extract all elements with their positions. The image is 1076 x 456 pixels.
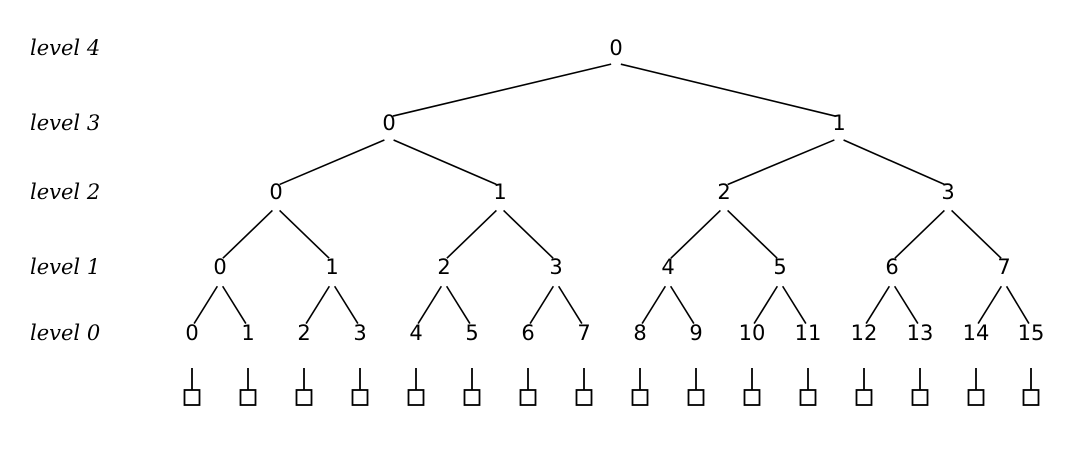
edge-l1n4-to-l0n8 [641, 285, 667, 325]
edge-l1n7-to-l0n15 [1005, 285, 1030, 324]
node-level0-9: 9 [689, 321, 702, 345]
node-level2-3: 3 [941, 180, 954, 204]
edge-l3n1-to-l2n3 [843, 139, 945, 186]
node-level1-3: 3 [549, 255, 562, 279]
edge-l4n0-to-l3n1 [620, 63, 836, 117]
node-level0-0: 0 [185, 321, 198, 345]
node-level0-12: 12 [851, 321, 878, 345]
node-level4-0: 0 [609, 36, 622, 60]
node-level2-2: 2 [717, 180, 730, 204]
leaf-box-14 [967, 389, 985, 406]
node-level1-1: 1 [325, 255, 338, 279]
level-label-4: level 4 [30, 36, 100, 60]
node-level1-0: 0 [213, 255, 226, 279]
edge-l1n4-to-l0n9 [669, 285, 695, 325]
edge-l2n1-to-l1n2 [446, 209, 497, 259]
node-level1-7: 7 [997, 255, 1010, 279]
node-level0-14: 14 [963, 321, 990, 345]
edge-l1n1-to-l0n2 [305, 285, 331, 325]
edge-l3n0-to-l2n1 [393, 139, 497, 186]
node-level0-1: 1 [241, 321, 254, 345]
node-level0-7: 7 [577, 321, 590, 345]
node-level1-2: 2 [437, 255, 450, 279]
level-label-0: level 0 [30, 321, 100, 345]
leaf-stems-layer [191, 368, 1032, 390]
leaf-boxes-layer [183, 389, 1040, 406]
leaf-box-6 [519, 389, 537, 406]
edge-l1n3-to-l0n6 [529, 285, 555, 325]
leaf-box-3 [351, 389, 369, 406]
edge-l1n6-to-l0n12 [865, 285, 891, 325]
node-level0-4: 4 [409, 321, 422, 345]
edge-l1n1-to-l0n3 [333, 285, 359, 325]
leaf-box-8 [631, 389, 649, 406]
edge-l1n3-to-l0n7 [557, 285, 583, 325]
level-labels-layer: level 4 level 3 level 2 level 1 level 0 [30, 36, 100, 345]
leaf-box-1 [239, 389, 257, 406]
edge-l1n5-to-l0n10 [753, 285, 779, 325]
node-level0-13: 13 [907, 321, 934, 345]
level-label-1: level 1 [30, 255, 100, 279]
leaf-box-0 [183, 389, 201, 406]
node-level1-6: 6 [885, 255, 898, 279]
leaf-box-12 [855, 389, 873, 406]
edge-l3n0-to-l2n0 [279, 139, 385, 186]
node-level0-6: 6 [521, 321, 534, 345]
edge-l1n0-to-l0n1 [221, 285, 247, 325]
level-label-2: level 2 [30, 180, 100, 204]
node-level0-8: 8 [633, 321, 646, 345]
leaf-box-11 [799, 389, 817, 406]
edge-l2n2-to-l1n5 [727, 209, 778, 259]
edge-l1n5-to-l0n11 [781, 285, 807, 325]
leaf-box-2 [295, 389, 313, 406]
node-level0-5: 5 [465, 321, 478, 345]
leaf-box-15 [1022, 389, 1040, 406]
edge-l1n6-to-l0n13 [893, 285, 919, 325]
edge-l3n1-to-l2n2 [727, 139, 835, 186]
leaf-box-13 [911, 389, 929, 406]
edge-l2n0-to-l1n1 [279, 209, 330, 259]
node-level3-0: 0 [382, 111, 395, 135]
node-level0-3: 3 [353, 321, 366, 345]
edge-l1n7-to-l0n14 [977, 285, 1003, 325]
edge-l2n1-to-l1n3 [503, 209, 554, 259]
edges-layer [193, 63, 1030, 325]
node-level3-1: 1 [832, 111, 845, 135]
node-level0-2: 2 [297, 321, 310, 345]
edge-l2n3-to-l1n7 [951, 209, 1002, 259]
edge-l1n2-to-l0n4 [417, 285, 443, 325]
leaf-box-9 [687, 389, 705, 406]
node-level0-15: 15 [1018, 321, 1045, 345]
node-level2-1: 1 [493, 180, 506, 204]
node-level0-11: 11 [795, 321, 822, 345]
node-level0-10: 10 [739, 321, 766, 345]
node-level1-4: 4 [661, 255, 674, 279]
edge-l2n3-to-l1n6 [894, 209, 945, 259]
edge-l4n0-to-l3n0 [392, 63, 612, 117]
edge-l1n2-to-l0n5 [445, 285, 471, 325]
level-label-3: level 3 [30, 111, 100, 135]
edge-l2n0-to-l1n0 [222, 209, 273, 259]
leaf-box-10 [743, 389, 761, 406]
edge-l2n2-to-l1n4 [670, 209, 721, 259]
leaf-box-5 [463, 389, 481, 406]
leaf-box-4 [407, 389, 425, 406]
node-level2-0: 0 [269, 180, 282, 204]
node-level1-5: 5 [773, 255, 786, 279]
edge-l1n0-to-l0n0 [193, 285, 219, 325]
leaf-box-7 [575, 389, 593, 406]
